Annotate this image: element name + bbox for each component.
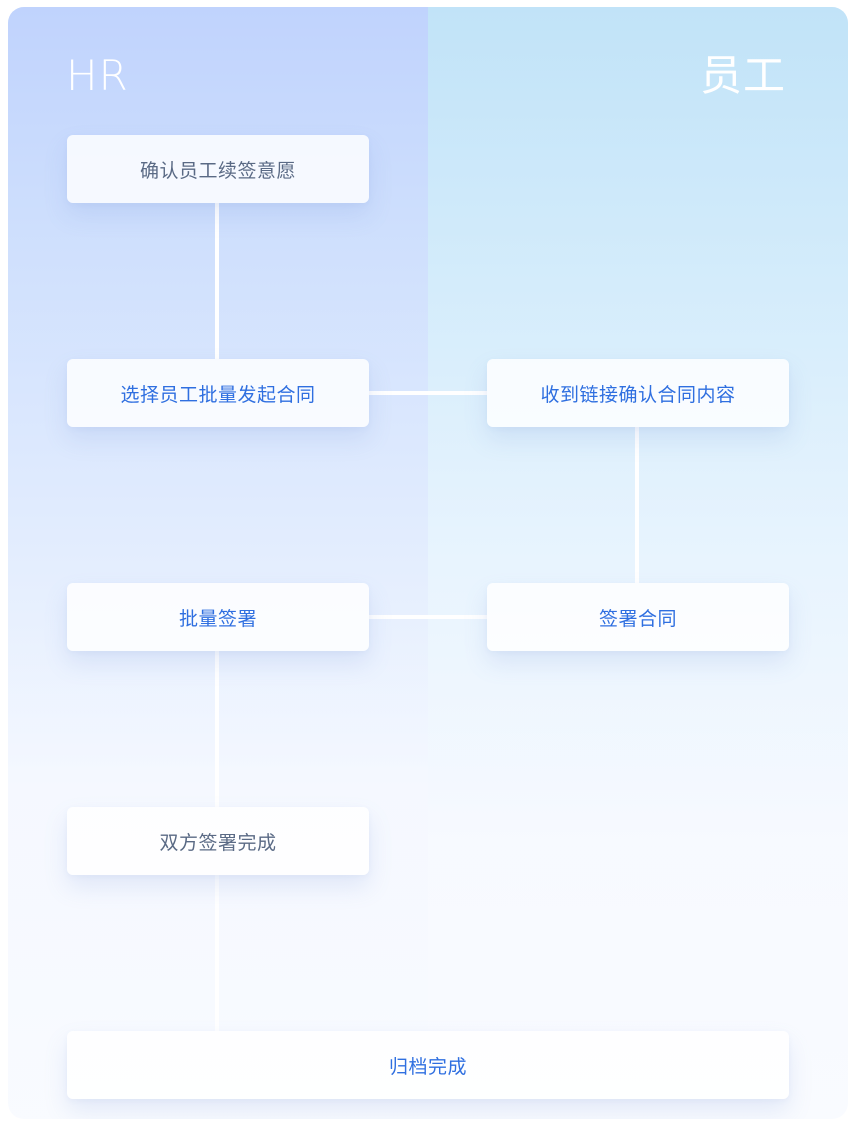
connector-confirm-to-initiate [215,203,219,359]
step-confirm-renewal: 确认员工续签意愿 [67,135,369,203]
step-batch-sign: 批量签署 [67,583,369,651]
connector-sign-to-batch-sign [369,615,487,619]
step-archive: 归档完成 [67,1031,789,1099]
step-both-signed: 双方签署完成 [67,807,369,875]
connector-receive-to-sign [635,427,639,583]
flow-panel: HR 员工 确认员工续签意愿 选择员工批量发起合同 收到链接确认合同内容 批量签… [8,7,848,1119]
connector-complete-to-archive [215,875,219,1031]
lane-title-employee: 员工 [699,51,786,100]
step-employee-sign: 签署合同 [487,583,789,651]
connector-batch-sign-to-complete [215,651,219,807]
lane-title-hr: HR [66,51,129,100]
step-batch-initiate: 选择员工批量发起合同 [67,359,369,427]
connector-initiate-to-receive [369,391,487,395]
step-receive-link: 收到链接确认合同内容 [487,359,789,427]
